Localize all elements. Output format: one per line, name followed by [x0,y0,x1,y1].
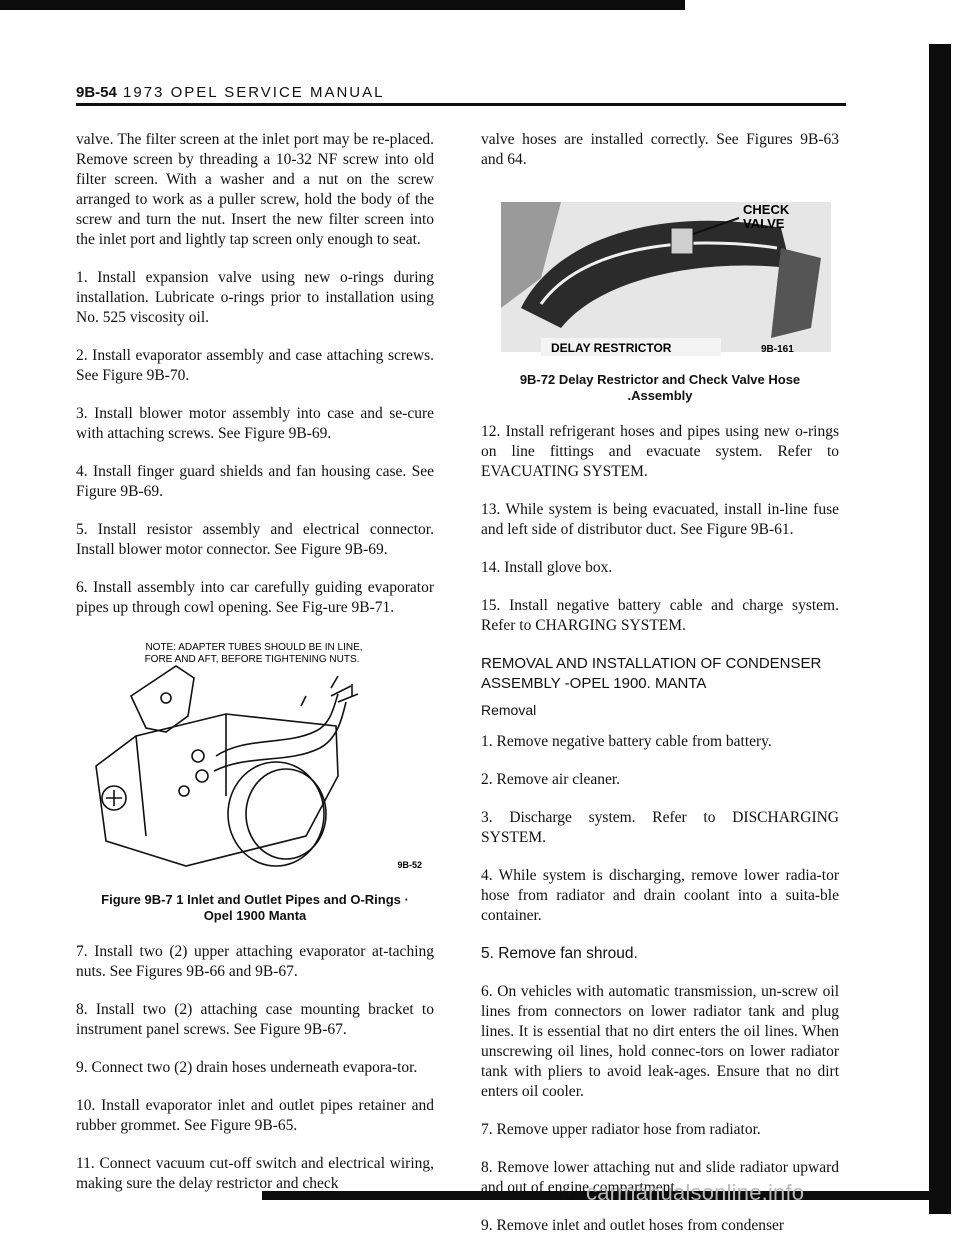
step-13: 13. While system is being evacuated, ins… [481,501,839,538]
figure-caption-line-1: Figure 9B-7 1 Inlet and Outlet Pipes and… [101,892,409,907]
page-code: 9B-54 [76,84,117,101]
photo-label-plate [541,338,721,356]
watermark: carmanualsonline.info [586,1180,805,1205]
step-2: 2. Install evaporator assembly and case … [76,347,434,384]
step-10: 10. Install evaporator inlet and outlet … [76,1097,434,1134]
step-15: 15. Install negative battery cable and c… [481,597,839,634]
step-9: 9. Connect two (2) drain hoses underneat… [76,1059,418,1076]
removal-step-1: 1. Remove negative battery cable from ba… [481,733,772,750]
removal-step-5: 5. Remove fan shroud. [481,945,638,962]
figure-caption-71: Figure 9B-7 1 Inlet and Outlet Pipes and… [76,892,434,924]
figure-caption-72: 9B-72 Delay Restrictor and Check Valve H… [481,372,839,404]
page-header: 9B-54 1973 OPEL SERVICE MANUAL [76,84,384,101]
step-7: 7. Install two (2) upper attaching evapo… [76,943,434,980]
figure-note-line-2: FORE AND AFT, BEFORE TIGHTENING NUTS. [145,654,360,665]
photo-label-delay: DELAY RESTRICTOR [551,341,672,355]
removal-step-6: 6. On vehicles with automatic transmissi… [481,983,839,1100]
manual-title: 1973 OPEL SERVICE MANUAL [123,84,385,101]
photo-hose [521,220,791,328]
photo-shadow-left [501,202,561,308]
figure-inlet-outlet-pipes: NOTE: ADAPTER TUBES SHOULD BE IN LINE, F… [76,636,434,884]
removal-step-7: 7. Remove upper radiator hose from radia… [481,1121,761,1138]
delay-restrictor-photo: CHECK VALVE DELAY RESTRICTOR 9B-161 [501,202,831,356]
step-8: 8. Install two (2) attaching case mounti… [76,1001,434,1038]
photo-check-valve [670,227,694,255]
evaporator-drawing: NOTE: ADAPTER TUBES SHOULD BE IN LINE, F… [95,642,422,870]
right-column: valve hoses are installed correctly. See… [481,130,839,1254]
subheading-removal: Removal [481,702,537,718]
photo-caption-line-2: .Assembly [627,388,693,403]
step-4: 4. Install finger guard shields and fan … [76,463,434,500]
step-5: 5. Install resistor assembly and electri… [76,521,434,558]
paragraph-valve-hoses: valve hoses are installed correctly. See… [481,131,839,168]
removal-step-3: 3. Discharge system. Refer to DISCHARGIN… [481,809,839,846]
step-14: 14. Install glove box. [481,559,613,576]
photo-bracket [771,248,821,338]
evaporator-outline [95,665,359,867]
photo-label-check: CHECK [743,202,790,217]
photo-label-valve: VALVE [743,216,785,231]
photo-id: 9B-161 [761,344,794,355]
paragraph-filter-screen: valve. The filter screen at the inlet po… [76,131,434,248]
top-border-bar [0,0,685,10]
figure-id: 9B-52 [397,860,422,870]
figure-note-line-1: NOTE: ADAPTER TUBES SHOULD BE IN LINE, [145,642,362,653]
step-1: 1. Install expansion valve using new o-r… [76,269,434,326]
step-11: 11. Connect vacuum cut-off switch and el… [76,1155,434,1192]
step-3: 3. Install blower motor assembly into ca… [76,405,434,442]
removal-step-8: 8. Remove lower attaching nut and slide … [481,1159,839,1196]
removal-step-9: 9. Remove inlet and outlet hoses from co… [481,1217,785,1234]
removal-step-2: 2. Remove air cleaner. [481,771,621,788]
photo-caption-line-1: 9B-72 Delay Restrictor and Check Valve H… [519,372,801,387]
section-heading-condenser: REMOVAL AND INSTALLATION OF CONDENSER AS… [481,655,822,692]
step-12: 12. Install refrigerant hoses and pipes … [481,423,839,480]
figure-delay-restrictor-photo: CHECK VALVE DELAY RESTRICTOR 9B-161 [481,188,839,364]
removal-step-4: 4. While system is discharging, remove l… [481,867,839,924]
photo-hose-highlight [539,241,778,305]
step-6: 6. Install assembly into car carefully g… [76,579,434,616]
bottom-border-bar [262,1191,930,1200]
header-rule [76,103,846,106]
left-column: valve. The filter screen at the inlet po… [76,130,434,1212]
figure-caption-line-2: Opel 1900 Manta [203,908,307,923]
check-valve-arrow [692,217,740,235]
right-border-bar [929,44,951,1214]
